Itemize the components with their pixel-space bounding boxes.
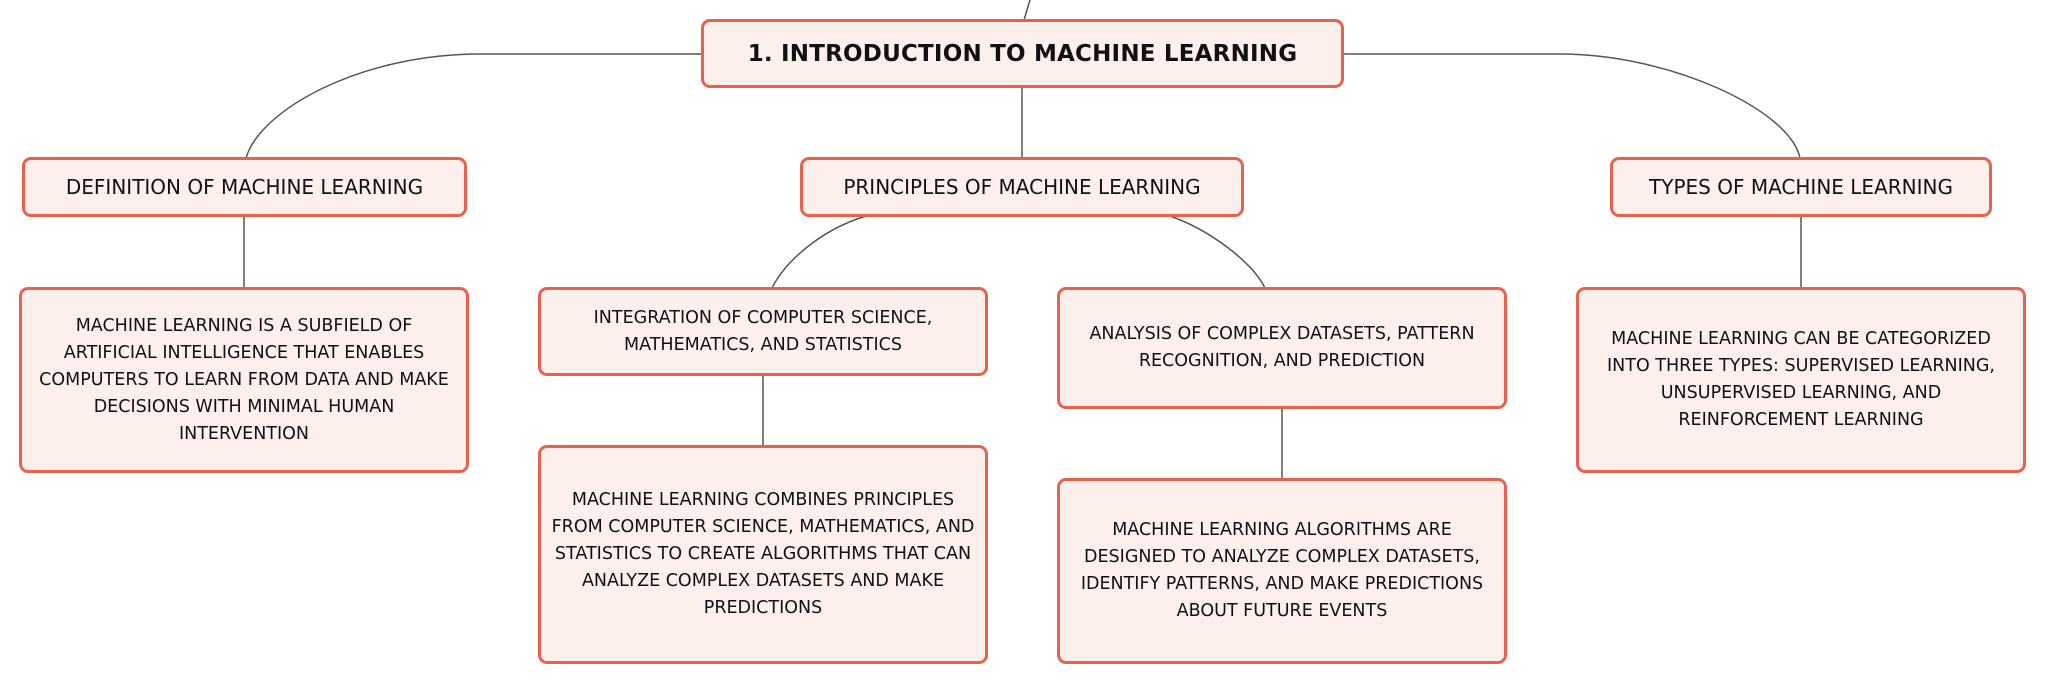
branch-definition-label: Definition of Machine Learning <box>65 175 424 199</box>
types-detail-text: Machine learning can be categorized into… <box>1607 329 1995 430</box>
connector-principles-analysis <box>1169 215 1266 289</box>
integration-node[interactable]: Integration of computer science, mathema… <box>538 287 988 376</box>
combines-node[interactable]: Machine learning combines principles fro… <box>538 445 988 664</box>
definition-detail-text: Machine learning is a subfield of artifi… <box>39 315 449 444</box>
branch-principles-label: Principles of Machine Learning <box>843 175 1201 199</box>
branch-types[interactable]: Types of Machine Learning <box>1610 157 1992 217</box>
algorithms-node[interactable]: Machine learning algorithms are designed… <box>1057 478 1507 664</box>
integration-text: Integration of computer science, mathema… <box>593 307 933 355</box>
root-node[interactable]: 1. Introduction to Machine Learning <box>701 19 1344 88</box>
branch-types-label: Types of Machine Learning <box>1649 175 1953 199</box>
types-detail-node[interactable]: Machine learning can be categorized into… <box>1576 287 2026 473</box>
connector-principles-integration <box>771 215 867 289</box>
branch-definition[interactable]: Definition of Machine Learning <box>22 157 467 217</box>
algorithms-text: Machine learning algorithms are designed… <box>1080 520 1484 621</box>
connector-root-types <box>1343 53 1801 159</box>
combines-text: Machine learning combines principles fro… <box>551 490 975 618</box>
connector-root-definition <box>245 53 701 159</box>
branch-principles[interactable]: Principles of Machine Learning <box>800 157 1244 217</box>
definition-detail-node[interactable]: Machine learning is a subfield of artifi… <box>19 287 469 473</box>
analysis-text: Analysis of complex datasets, pattern re… <box>1089 324 1475 371</box>
analysis-node[interactable]: Analysis of complex datasets, pattern re… <box>1057 287 1507 409</box>
root-node-label: 1. Introduction to Machine Learning <box>747 40 1298 67</box>
connector-incoming-root <box>1023 0 1031 21</box>
